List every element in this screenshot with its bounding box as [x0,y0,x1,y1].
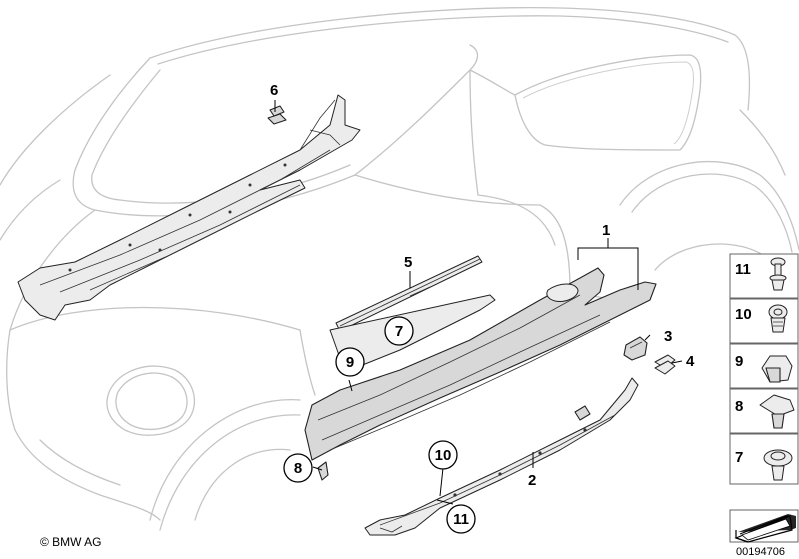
legend-box-10 [729,298,799,344]
callout-11: 11 [453,511,469,528]
callout-6: 6 [270,82,278,99]
plastic-expansion-rivet-icon [763,449,793,481]
callout-8-circle [283,453,313,483]
callout-7-circle [384,316,414,346]
windshield-cowl-part [17,94,361,321]
legend-label-10: 10 [735,306,752,323]
legend-label-7: 7 [735,449,743,466]
legend-label-8: 8 [735,398,743,415]
copyright-text: © BMW AG [40,535,102,549]
callout-3: 3 [664,328,672,345]
callout-1: 1 [602,222,610,239]
callout-9-circle [335,347,365,377]
legend-label-11: 11 [735,261,751,278]
expanding-rivet-icon [768,304,788,333]
callout-4: 4 [686,353,695,370]
retaining-clip-icon [759,394,795,429]
leader-lines [274,100,683,505]
push-rivet-icon [769,257,787,291]
callout-5: 5 [404,254,412,271]
fastener-legend: 11 10 9 8 7 [729,253,799,543]
callout-8: 8 [294,460,302,477]
legend-label-9: 9 [735,353,743,370]
callout-10: 10 [435,447,452,464]
clip-part-4 [654,354,676,375]
sill-reinforcement-part [364,377,639,536]
callout-10-circle [428,440,458,470]
car-body-outline [0,6,799,531]
clip-nut-icon [761,355,793,383]
callouts: 1 2 3 4 5 6 7 9 8 10 11 [270,82,695,534]
callout-9: 9 [346,354,354,371]
callout-11-circle [446,504,476,534]
clip-part-3 [623,336,648,361]
diagram-code-text: 00194706 [736,546,785,558]
callout-7: 7 [395,323,403,340]
callout-2: 2 [528,472,536,489]
legend-box-11 [729,253,799,299]
arrow-icon [734,514,796,543]
